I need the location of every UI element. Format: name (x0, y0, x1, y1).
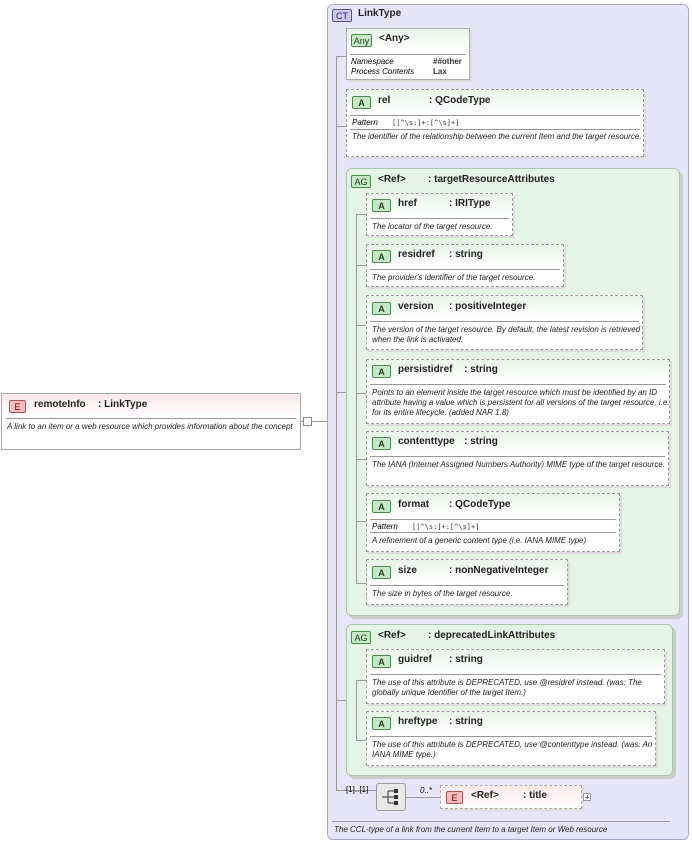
attribute-type: : positiveInteger (449, 301, 527, 312)
attribute-group-ref: <Ref> (378, 630, 406, 641)
attribute-description: The identifier of the relationship betwe… (352, 132, 642, 141)
attribute-type: : QCodeType (429, 95, 491, 106)
attribute-name: size (398, 565, 417, 576)
expand-title-icon[interactable] (583, 793, 591, 801)
attribute-format[interactable]: A format : QCodeType Pattern [[^\s:]+:[^… (366, 493, 620, 552)
attribute-contenttype[interactable]: A contenttype : string The IANA (Interne… (366, 431, 669, 486)
attribute-group-badge: AG (351, 631, 371, 644)
namespace-value: ##other (433, 57, 462, 66)
attribute-type: : string (449, 249, 483, 260)
title-multiplicity: 0..* (420, 786, 433, 795)
attribute-badge: A (372, 566, 391, 579)
sequence-multiplicity: [1]..[1] (346, 785, 369, 794)
attribute-name: version (398, 301, 434, 312)
attribute-name: rel (378, 95, 391, 106)
attribute-size[interactable]: A size : nonNegativeInteger The size in … (366, 559, 568, 605)
attribute-name: format (398, 499, 430, 510)
root-element-box[interactable]: E remoteInfo : LinkType A link to an ite… (1, 393, 301, 450)
attribute-type: : string (464, 364, 498, 375)
attribute-badge: A (372, 199, 391, 212)
attribute-badge: A (372, 365, 391, 378)
process-contents-label: Process Contents (351, 67, 415, 76)
attribute-type: : QCodeType (449, 499, 511, 510)
element-badge: E (446, 791, 463, 804)
complex-type-description: The CCL-type of a link from the current … (334, 825, 608, 834)
attribute-type: : string (449, 654, 483, 665)
pattern-value: [[^\s:]+:[^\s]+] (412, 523, 480, 531)
attribute-badge: A (372, 500, 391, 513)
attribute-type: : IRIType (449, 198, 491, 209)
attribute-residref[interactable]: A residref : string The provider's ident… (366, 244, 564, 287)
expand-toggle-icon[interactable] (303, 417, 312, 426)
attribute-group-name: : deprecatedLinkAttributes (428, 630, 556, 641)
any-badge: Any (351, 34, 372, 47)
namespace-label: Namespace (351, 57, 394, 66)
attribute-name: residref (398, 249, 435, 260)
complex-type-badge: CT (332, 9, 352, 22)
root-element-description: A link to an item or a web resource whic… (7, 422, 293, 431)
sequence-compositor-icon[interactable] (376, 783, 406, 811)
attribute-hreftype[interactable]: A hreftype : string The use of this attr… (366, 711, 656, 766)
complex-type-name: LinkType (358, 8, 402, 19)
attribute-group-badge: AG (351, 175, 371, 188)
attribute-badge: A (372, 655, 391, 668)
attribute-group-ref: <Ref> (378, 174, 406, 185)
attribute-description: The use of this attribute is DEPRECATED,… (372, 740, 653, 759)
attribute-name: href (398, 198, 417, 209)
element-name: : title (523, 790, 547, 801)
attribute-description: The provider's identifier of the target … (372, 273, 536, 282)
attribute-description: The version of the target resource. By d… (372, 325, 641, 344)
attribute-badge: A (372, 302, 391, 315)
attribute-type: : nonNegativeInteger (449, 565, 549, 576)
attribute-type: : string (449, 716, 483, 727)
attribute-name: contenttype (398, 436, 455, 447)
attribute-badge: A (352, 96, 371, 109)
pattern-label: Pattern (352, 118, 378, 127)
root-element-type: : LinkType (98, 399, 148, 410)
any-wildcard-box[interactable]: Any <Any> Namespace ##other Process Cont… (346, 28, 470, 80)
pattern-label: Pattern (372, 522, 398, 531)
element-ref: <Ref> (471, 790, 499, 801)
attribute-description: The IANA (Internet Assigned Numbers Auth… (372, 460, 666, 469)
attribute-name: guidref (398, 654, 432, 665)
attribute-name: hreftype (398, 716, 438, 727)
attribute-badge: A (372, 250, 391, 263)
attribute-description: The use of this attribute is DEPRECATED,… (372, 678, 642, 697)
process-contents-value: Lax (433, 67, 447, 76)
attribute-type: : string (464, 436, 498, 447)
attribute-href[interactable]: A href : IRIType The locator of the targ… (366, 193, 513, 236)
attribute-badge: A (372, 437, 391, 450)
root-element-name: remoteInfo (34, 399, 86, 410)
attribute-description: The locator of the target resource. (372, 222, 493, 231)
attribute-name: persistidref (398, 364, 453, 375)
attribute-description: Points to an element inside the target r… (372, 388, 670, 417)
attribute-description: A refinement of a generic content type (… (372, 536, 587, 545)
attribute-version[interactable]: A version : positiveInteger The version … (366, 295, 643, 350)
attribute-group-name: : targetResourceAttributes (428, 174, 555, 185)
element-title-ref[interactable]: E <Ref> : title (440, 785, 582, 809)
attribute-badge: A (372, 717, 391, 730)
attribute-guidref[interactable]: A guidref : string The use of this attri… (366, 649, 665, 704)
pattern-value: [[^\s:]+:[^\s]+] (392, 119, 460, 127)
element-badge: E (9, 400, 26, 413)
attribute-description: The size in bytes of the target resource… (372, 589, 513, 598)
attribute-persistidref[interactable]: A persistidref : string Points to an ele… (366, 359, 670, 424)
any-name: <Any> (379, 33, 410, 44)
attribute-rel[interactable]: A rel : QCodeType Pattern [[^\s:]+:[^\s]… (346, 89, 644, 157)
